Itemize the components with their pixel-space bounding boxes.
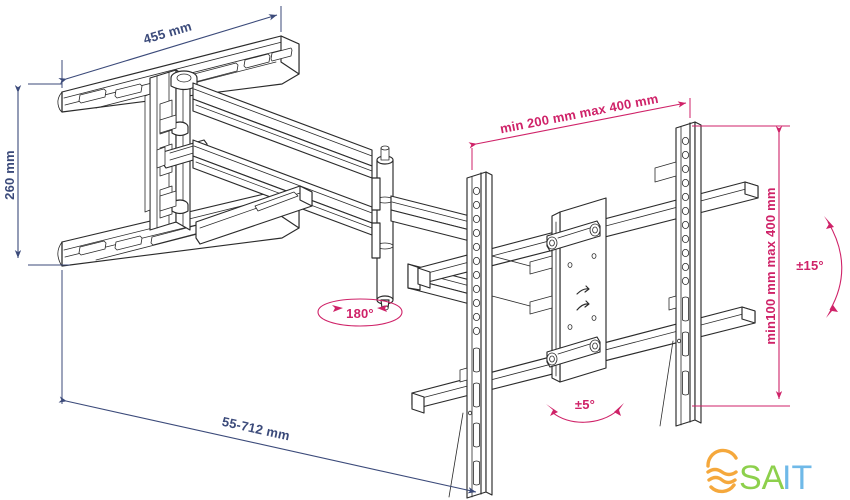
pivot-cylinder	[371, 145, 394, 311]
dimension-260mm-label: 260 mm	[2, 150, 17, 200]
angle-tilt-15: ±15°	[796, 216, 843, 318]
plate-hook-marks	[576, 285, 590, 311]
angle-tilt-15-label: ±15°	[796, 258, 824, 273]
logo-text-it: IT	[782, 459, 812, 497]
dimension-vesa-height: min100 mm max 400 mm	[692, 125, 790, 407]
dimension-260mm: 260 mm	[2, 83, 70, 266]
tv-mount-assembly	[411, 121, 759, 499]
dimension-vesa-height-label: min100 mm max 400 mm	[763, 187, 778, 344]
tv-rail-right	[654, 121, 702, 427]
upper-extension-arm	[192, 82, 373, 179]
wave-circle-mark-icon	[706, 448, 738, 494]
plate-hinge-top	[546, 220, 601, 252]
center-tilt-plate	[491, 197, 607, 383]
logo-text-sa: SA	[739, 459, 785, 497]
tv-rail-right-holes	[677, 136, 690, 396]
angle-swivel-180: 180°	[317, 298, 403, 327]
lower-extension-arm	[195, 185, 313, 245]
angle-swivel-label: 180°	[346, 306, 374, 321]
angle-tilt-5-label: ±5°	[575, 397, 595, 412]
wall-bracket-assembly	[57, 35, 471, 311]
angle-tilt-5: ±5°	[546, 397, 624, 423]
plate-hinge-bottom	[546, 336, 601, 368]
sait-logo: SA IT	[706, 448, 812, 497]
